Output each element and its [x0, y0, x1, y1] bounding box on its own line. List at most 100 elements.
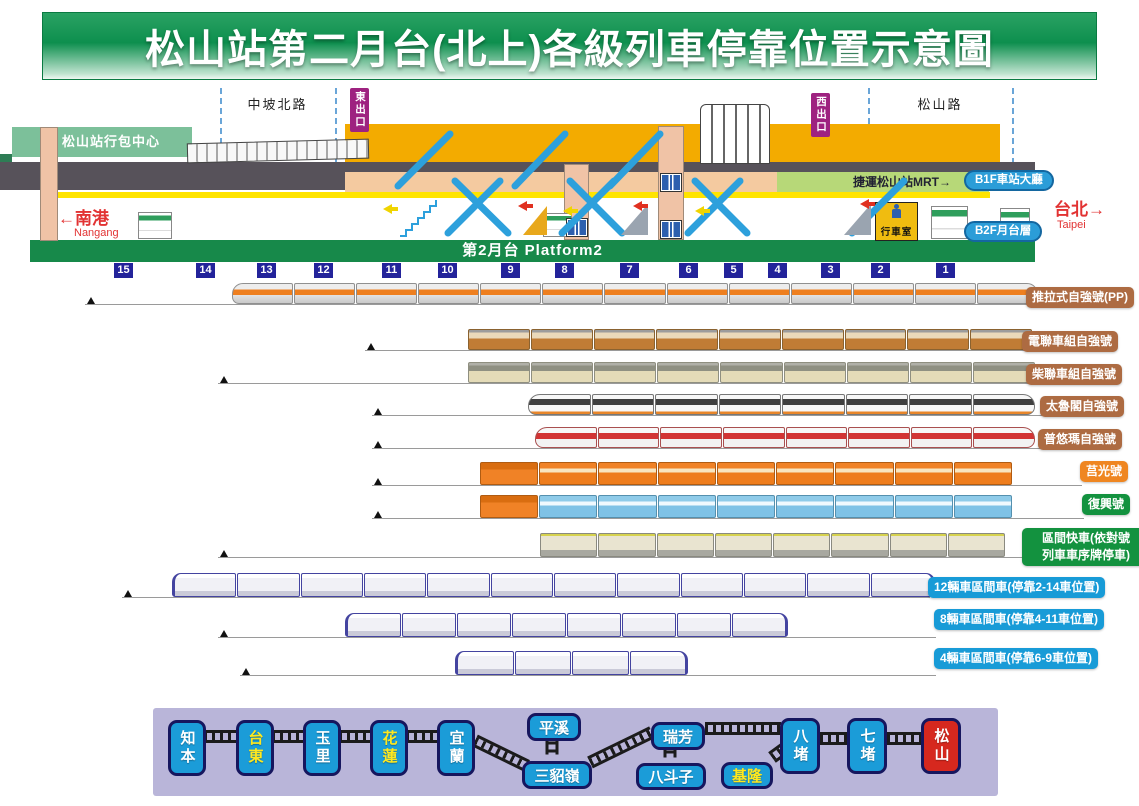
- train-car: [807, 573, 870, 597]
- train-car: [598, 533, 656, 557]
- route-station-基隆: 基隆: [721, 762, 773, 789]
- train-car: [540, 533, 598, 557]
- stop-line-fuhsing: [372, 518, 1084, 519]
- train-chukuang: [480, 462, 1012, 485]
- train-car: [714, 533, 772, 557]
- b1f-concourse-strip: [345, 172, 777, 192]
- route-station-七堵: 七堵: [847, 718, 887, 774]
- train-car: [666, 283, 728, 304]
- train-car: [835, 462, 894, 485]
- train-label-fast-local: 區間快車(依對號列車車序牌停車): [1022, 528, 1139, 566]
- train-car: [655, 394, 718, 415]
- train-car: [363, 573, 427, 597]
- elevator-icon: [660, 220, 682, 239]
- road-label-zhongpo: 中坡北路: [247, 97, 308, 112]
- route-track: [705, 722, 781, 735]
- road-dash-line: [1012, 88, 1014, 164]
- train-car: [530, 329, 593, 350]
- road-dash-line: [220, 88, 222, 164]
- train-car: [743, 573, 807, 597]
- train-car: [656, 533, 714, 557]
- car-number-4: 4: [768, 263, 787, 278]
- train-car: [722, 427, 785, 448]
- train-label-taroko: 太魯閣自強號: [1040, 396, 1125, 417]
- stop-line-emu-tzuchiang: [365, 350, 1026, 351]
- car-number-15: 15: [114, 263, 133, 278]
- car-number-1: 1: [936, 263, 955, 278]
- train-car: [300, 573, 363, 597]
- stop-line-puyuma: [372, 448, 1040, 449]
- train-car: [604, 283, 666, 304]
- stop-marker-dmu-tzuchiang: [220, 376, 228, 383]
- train-label-puyuma: 普悠瑪自強號: [1038, 429, 1123, 450]
- train-car: [776, 462, 835, 485]
- stop-line-local-12car: [122, 597, 930, 598]
- train-fast-local: [540, 533, 1005, 557]
- train-label-emu-tzuchiang: 電聯車組自強號: [1022, 331, 1119, 352]
- direction-nangang-en: Nangang: [74, 227, 119, 239]
- title-banner: 松山站第二月台(北上)各級列車停靠位置示意圖: [42, 12, 1097, 80]
- car-number-2: 2: [871, 263, 890, 278]
- stop-line-taroko: [372, 415, 1042, 416]
- train-car: [468, 329, 530, 350]
- train-label-dmu-tzuchiang: 柴聯車組自強號: [1026, 364, 1123, 385]
- train-local-12car: [172, 573, 935, 597]
- train-car: [870, 573, 935, 597]
- train-car: [716, 495, 776, 518]
- stop-marker-local-12car: [124, 590, 132, 597]
- train-car: [953, 495, 1012, 518]
- train-car: [480, 495, 539, 518]
- train-car: [402, 613, 456, 637]
- route-station-瑞芳: 瑞芳: [651, 722, 705, 750]
- direction-taipei-en: Taipei: [1057, 219, 1086, 231]
- train-car: [907, 329, 970, 350]
- route-station-台東: 台東: [236, 720, 274, 776]
- route-station-玉里: 玉里: [303, 720, 341, 776]
- train-car: [622, 613, 676, 637]
- stop-line-local-8car: [218, 637, 936, 638]
- stop-line-fast-local: [218, 557, 1024, 558]
- car-number-13: 13: [257, 263, 276, 278]
- train-car: [844, 329, 907, 350]
- car-number-3: 3: [821, 263, 840, 278]
- stop-marker-local-4car: [242, 668, 250, 675]
- route-station-平溪: 平溪: [527, 713, 581, 741]
- train-car: [539, 462, 598, 485]
- train-car: [535, 427, 597, 448]
- train-car: [656, 329, 719, 350]
- operation-room: 行車室: [875, 202, 918, 241]
- train-car: [356, 283, 418, 304]
- train-car: [468, 362, 531, 383]
- train-car: [972, 394, 1035, 415]
- route-station-三貂嶺: 三貂嶺: [522, 761, 592, 789]
- train-puyuma: [535, 427, 1035, 448]
- train-car: [909, 362, 972, 383]
- train-emu-tzuchiang: [468, 329, 1033, 350]
- train-car: [776, 495, 835, 518]
- stop-marker-fast-local: [220, 550, 228, 557]
- car-number-7: 7: [620, 263, 639, 278]
- warning-strip: [58, 192, 990, 198]
- elevator-icon: [660, 173, 682, 192]
- train-pp-tzuchiang: [232, 283, 1039, 304]
- stop-line-local-4car: [240, 675, 936, 676]
- train-car: [594, 362, 657, 383]
- train-car: [237, 573, 300, 597]
- train-car: [835, 495, 894, 518]
- page-title: 松山站第二月台(北上)各級列車停靠位置示意圖: [145, 28, 994, 72]
- train-car: [531, 362, 594, 383]
- train-car: [848, 427, 910, 448]
- car-number-9: 9: [501, 263, 520, 278]
- car-number-8: 8: [555, 263, 574, 278]
- stop-marker-pp-tzuchiang: [87, 297, 95, 304]
- station-sign: [138, 212, 172, 239]
- train-car: [782, 394, 845, 415]
- road-dash-line: [335, 88, 337, 164]
- stop-line-dmu-tzuchiang: [218, 383, 1030, 384]
- route-station-知本: 知本: [168, 720, 206, 776]
- train-label-pp-tzuchiang: 推拉式自強號(PP): [1026, 287, 1135, 308]
- train-car: [846, 362, 909, 383]
- car-number-14: 14: [196, 263, 215, 278]
- train-car: [914, 283, 976, 304]
- train-fuhsing: [480, 495, 1012, 518]
